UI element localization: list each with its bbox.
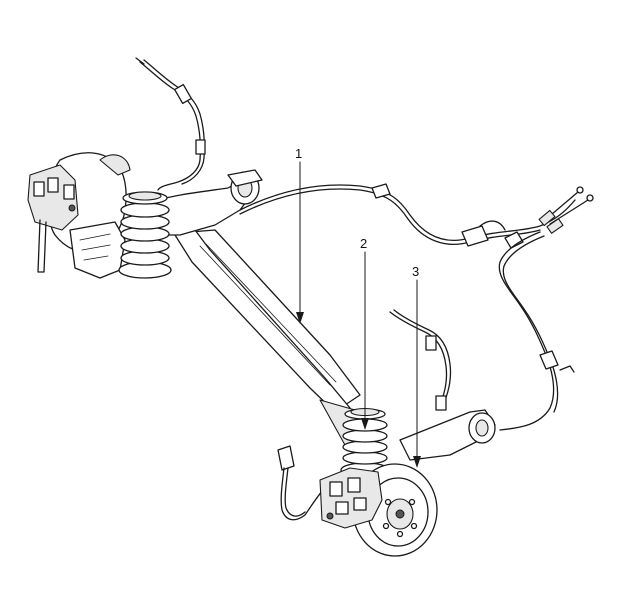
- callout-number-1: 1: [295, 146, 302, 161]
- right-abs-sensor-wire: [389, 309, 452, 411]
- callout-number-2: 2: [360, 236, 367, 251]
- right-brake-hose: [277, 445, 326, 521]
- cable-ends: [538, 186, 594, 234]
- right-brake-caliper: [319, 467, 383, 529]
- left-abs-sensor-wire: [135, 57, 206, 191]
- callout-leader-1: [296, 161, 304, 324]
- callout-number-3: 3: [412, 264, 419, 279]
- callout-leader-2: [361, 251, 369, 430]
- callout-leader-3: [413, 279, 421, 468]
- left-coil-spring: [118, 191, 172, 279]
- parking-brake-cable-right: [498, 231, 575, 431]
- left-hub-assembly: [27, 152, 131, 279]
- parking-brake-cable-upper: [239, 183, 576, 249]
- right-trailing-arm: [399, 409, 496, 461]
